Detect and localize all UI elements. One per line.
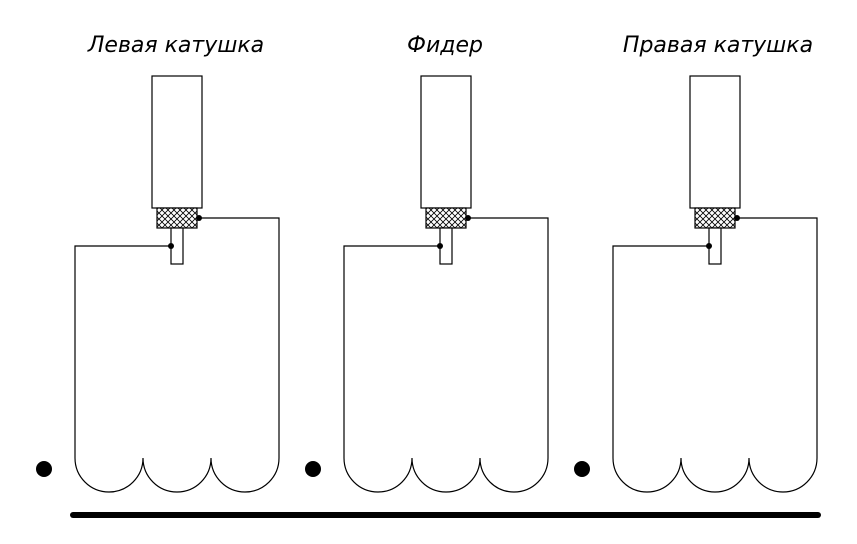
junction-dot-braid-left-coil: [196, 215, 202, 221]
coax-body-feeder: [420, 75, 472, 209]
unit-title-right-coil: Правая катушка: [623, 33, 813, 58]
wire-core-to-left-feeder: [343, 245, 440, 458]
junction-dot-core-feeder: [437, 243, 443, 249]
coax-body-left-coil: [151, 75, 203, 209]
wire-core-to-left-right-coil: [612, 245, 709, 458]
wire-core-to-left-left-coil: [74, 245, 171, 458]
unit-title-left-coil: Левая катушка: [87, 33, 264, 58]
unit-left-coil: Левая катушка: [36, 33, 280, 493]
coax-braid-right-coil: [694, 207, 736, 229]
coil-loops-feeder: [343, 457, 549, 493]
polarity-dot-left-coil: [36, 461, 52, 477]
coil-loops-right-coil: [612, 457, 818, 493]
coax-braid-feeder: [425, 207, 467, 229]
wire-braid-to-right-left-coil: [199, 217, 280, 458]
unit-right-coil: Правая катушка: [574, 33, 818, 493]
wire-braid-to-right-right-coil: [737, 217, 818, 458]
junction-dot-core-left-coil: [168, 243, 174, 249]
junction-dot-braid-right-coil: [734, 215, 740, 221]
unit-title-feeder: Фидер: [407, 33, 483, 58]
polarity-dot-right-coil: [574, 461, 590, 477]
polarity-dot-feeder: [305, 461, 321, 477]
junction-dot-core-right-coil: [706, 243, 712, 249]
wire-braid-to-right-feeder: [468, 217, 549, 458]
unit-feeder: Фидер: [305, 33, 549, 493]
coil-loops-left-coil: [74, 457, 280, 493]
junction-dot-braid-feeder: [465, 215, 471, 221]
coax-braid-left-coil: [156, 207, 198, 229]
coax-body-right-coil: [689, 75, 741, 209]
